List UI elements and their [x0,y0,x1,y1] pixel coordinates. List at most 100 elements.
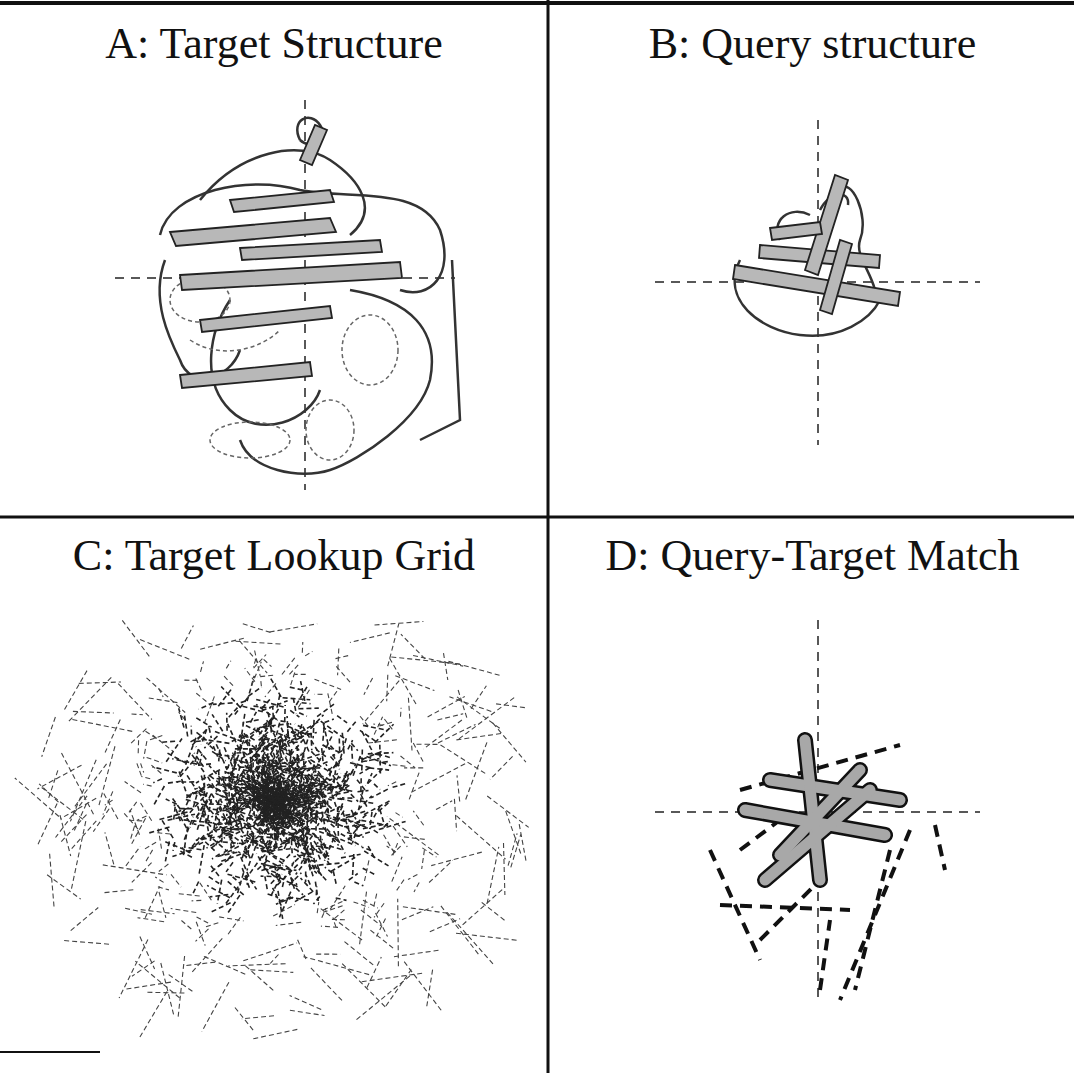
grid-segment [250,828,257,845]
grid-segment [227,708,238,720]
grid-segment [245,668,255,681]
grid-segment [256,848,273,855]
grid-segment [73,711,114,713]
grid-segment [269,676,281,697]
grid-segment [201,776,204,787]
grid-segment [322,827,338,842]
grid-segment [401,756,416,768]
grid-segment [283,812,301,822]
grid-segment [306,875,310,885]
grid-segment [404,767,423,768]
grid-segment [239,641,267,674]
grid-segment [227,813,236,818]
grid-segment [192,900,202,902]
grid-segment [242,780,248,788]
grid-segment [221,687,240,708]
grid-segment [360,778,362,795]
panel-title: C: Target Lookup Grid [0,520,548,580]
grid-segment [217,852,237,856]
grid-segment [192,938,223,972]
grid-segment [171,909,197,913]
grid-segment [338,775,348,778]
grid-segment [403,907,458,915]
grid-segment [105,800,113,805]
grid-segment [272,723,279,751]
grid-segment [411,764,465,793]
grid-segment [209,765,227,786]
grid-segment [141,763,144,772]
grid-segment [272,795,282,797]
grid-segment [280,878,298,887]
grid-segment [62,753,94,814]
grid-segment [269,815,278,838]
grid-segment [292,858,299,864]
grid-segment [428,696,465,717]
grid-segment [204,956,248,975]
grid-segment [368,845,375,858]
grid-segment [242,1016,274,1019]
grid-segment [263,724,289,727]
grid-segment [250,744,270,764]
grid-segment [247,846,256,871]
grid-segment [75,762,108,807]
grid-segment [72,720,135,732]
grid-segment [234,1006,254,1030]
grid-segment [364,678,373,695]
grid-segment [159,892,166,918]
grid-segment [431,852,482,866]
grid-segment [283,854,290,862]
grid-segment [295,843,307,844]
grid-segment [149,827,170,833]
grid-segment [194,824,205,826]
grid-segment [413,656,463,667]
grid-segment [317,902,319,913]
grid-segment [413,811,423,825]
grid-segment [414,883,419,892]
grid-segment [262,701,288,711]
grid-segment [141,910,175,914]
grid-segment [367,756,391,765]
grid-segment [216,744,227,770]
grid-segment [264,659,272,666]
grid-segment [301,878,314,892]
grid-segment [61,798,97,818]
grid-segment [336,807,339,826]
grid-segment [288,665,299,677]
grid-segment [205,811,209,835]
grid-segment [224,747,234,770]
grid-segment [322,745,340,752]
grid-segment [279,749,295,759]
grid-segment [153,779,162,783]
grid-segment [279,892,290,918]
grid-segment [274,756,287,767]
grid-segment [377,754,390,757]
grid-segment [358,791,369,792]
grid-segment [278,799,299,800]
grid-segment [132,713,143,715]
grid-segment [367,957,381,987]
grid-segment [242,624,271,633]
grid-segment [241,839,250,858]
grid-segment [37,765,81,789]
grid-segment [336,792,351,795]
grid-segment [209,809,218,810]
grid-segment [232,752,241,754]
grid-segment [250,970,293,973]
grid-segment [61,814,87,842]
grid-segment [345,788,358,801]
grid-segment [240,855,249,876]
grid-segment [272,821,288,824]
grid-segment [294,790,309,795]
grid-segment [206,803,222,805]
grid-segment [270,624,318,632]
grid-segment [186,797,203,817]
grid-segment [368,740,397,743]
lookup-grid-cloud [15,620,529,1039]
grid-segment [237,701,246,704]
grid-segment [297,786,314,788]
grid-segment [294,853,312,856]
grid-segment [302,703,311,704]
grid-segment [242,868,249,888]
grid-segment [448,661,502,676]
